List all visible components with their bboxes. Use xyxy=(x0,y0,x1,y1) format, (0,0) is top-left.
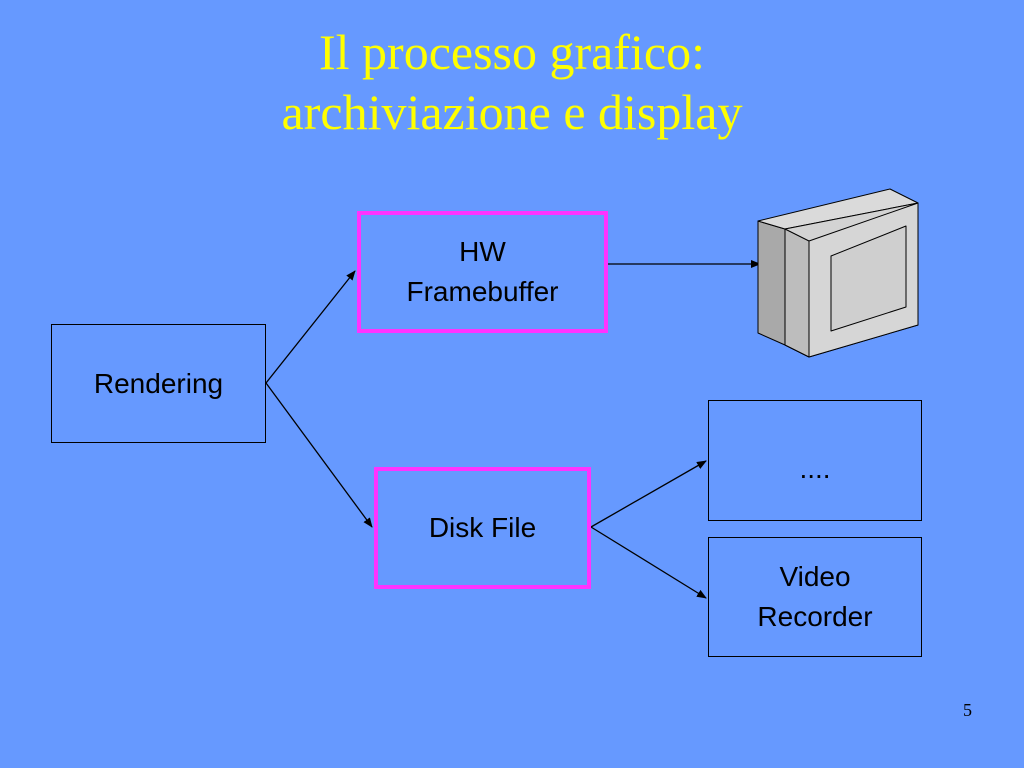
arrow-rendering-to-framebuffer xyxy=(265,270,356,384)
video-recorder-box: Video Recorder xyxy=(708,537,922,657)
video-recorder-label: Video Recorder xyxy=(757,561,873,632)
slide-title-line-2: archiviazione e display xyxy=(281,84,743,140)
arrow-rendering-to-diskfile xyxy=(265,382,373,528)
arrow-diskfile-to-videorecorder xyxy=(590,526,707,599)
ellipsis-label: .... xyxy=(799,453,831,484)
hw-framebuffer-box: HW Framebuffer xyxy=(357,211,608,333)
arrow-diskfile-to-dots xyxy=(590,460,707,528)
rendering-label: Rendering xyxy=(93,367,224,399)
slide-title: Il processo grafico: archiviazione e dis… xyxy=(0,22,1024,142)
rendering-box: Rendering xyxy=(51,324,266,443)
ellipsis-box: .... xyxy=(708,400,922,521)
slide-title-line-1: Il processo grafico: xyxy=(319,24,705,80)
monitor-icon xyxy=(757,188,919,358)
page-number: 5 xyxy=(963,700,972,720)
disk-file-label: Disk File xyxy=(428,512,537,543)
disk-file-box: Disk File xyxy=(374,467,591,589)
hw-framebuffer-label: HW Framebuffer xyxy=(406,236,559,307)
